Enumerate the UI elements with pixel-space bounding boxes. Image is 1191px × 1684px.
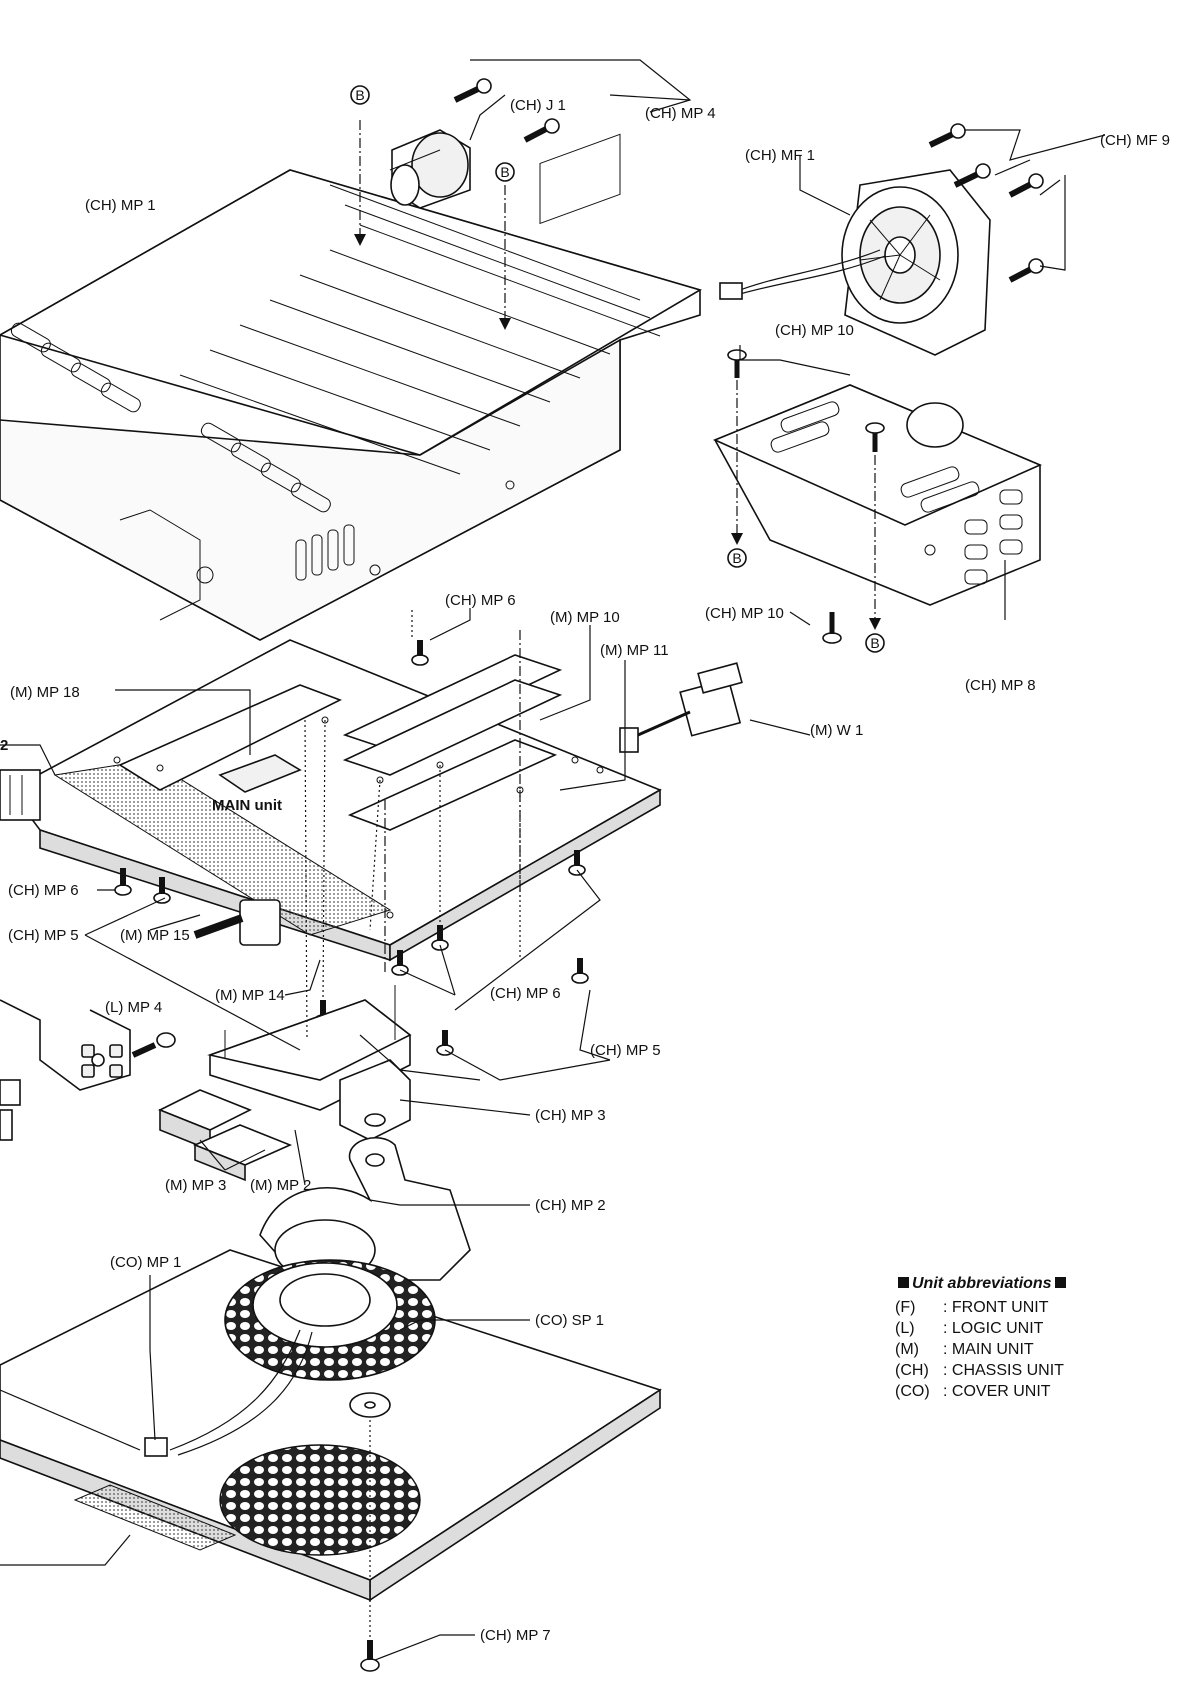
label-m-mp10: (M) MP 10	[550, 609, 620, 626]
legend-item: (CO): COVER UNIT	[895, 1383, 1051, 1400]
pads-m-mp3	[158, 1089, 293, 1182]
logic-board-partial	[0, 999, 176, 1141]
label-partial-2: 2	[0, 737, 8, 754]
assembly-guides	[304, 120, 881, 1640]
speaker-bracket-ch-mp2	[259, 1136, 471, 1281]
label-ch-mp6-top: (CH) MP 6	[445, 592, 516, 609]
connector-j1	[389, 129, 471, 209]
screws-ch-mf9	[928, 123, 1044, 283]
label-ch-mf1: (CH) MF 1	[745, 147, 815, 164]
square-bullet-icon	[1054, 1277, 1066, 1288]
screws-ch-mp10	[727, 349, 885, 644]
legend-item: (F): FRONT UNIT	[895, 1299, 1049, 1316]
label-ch-mp1: (CH) MP 1	[85, 197, 156, 214]
label-ch-mp6-left: (CH) MP 6	[8, 882, 79, 899]
label-m-w1: (M) W 1	[810, 722, 863, 739]
label-ch-mp10-top: (CH) MP 10	[775, 322, 854, 339]
label-ch-mp7: (CH) MP 7	[480, 1627, 551, 1644]
label-ch-mp8: (CH) MP 8	[965, 677, 1036, 694]
label-ch-mp5-right: (CH) MP 5	[590, 1042, 661, 1059]
main-unit-pcb	[0, 639, 662, 962]
label-ch-mp4: (CH) MP 4	[645, 105, 716, 122]
fan-bracket-mp8	[712, 384, 1043, 606]
cooling-fan-mf1	[719, 169, 991, 356]
label-ch-mp5-left: (CH) MP 5	[8, 927, 79, 944]
label-co-mp1: (CO) MP 1	[110, 1254, 181, 1271]
label-ch-mp10-bottom: (CH) MP 10	[705, 605, 784, 622]
cable-w1	[619, 662, 743, 753]
unit-abbreviations-legend: Unit abbreviations (F): FRONT UNIT (L): …	[895, 1275, 1135, 1402]
chassis-body	[0, 133, 702, 641]
svg-text:B: B	[500, 164, 509, 180]
label-ch-mp6-mid: (CH) MP 6	[490, 985, 561, 1002]
marker-b-mid: B	[495, 162, 515, 182]
marker-b-bracket-left: B	[727, 548, 747, 568]
svg-text:B: B	[355, 87, 364, 103]
label-m-mp11: (M) MP 11	[600, 642, 669, 659]
label-ch-mp2: (CH) MP 2	[535, 1197, 606, 1214]
label-m-mp18: (M) MP 18	[10, 684, 80, 701]
label-main-unit: MAIN unit	[212, 797, 282, 814]
svg-text:B: B	[870, 635, 879, 651]
label-m-mp3: (M) MP 3	[165, 1177, 226, 1194]
label-ch-mf9: (CH) MF 9	[1100, 132, 1170, 149]
label-l-mp4: (L) MP 4	[105, 999, 162, 1016]
marker-b-top: B	[350, 85, 370, 105]
label-ch-j1: (CH) J 1	[510, 97, 566, 114]
label-m-mp14: (M) MP 14	[215, 987, 285, 1004]
cover-co-mp1	[0, 1249, 662, 1672]
label-m-mp2: (M) MP 2	[250, 1177, 311, 1194]
label-m-mp15: (M) MP 15	[120, 927, 190, 944]
square-bullet-icon	[898, 1277, 909, 1288]
screws-ch-mp4	[453, 78, 560, 143]
svg-text:B: B	[732, 550, 741, 566]
legend-item: (L): LOGIC UNIT	[895, 1320, 1044, 1337]
legend-title: Unit abbreviations	[895, 1275, 1135, 1293]
marker-b-bracket-right: B	[865, 633, 885, 653]
leader-lines	[0, 59, 1106, 1661]
label-co-sp1: (CO) SP 1	[535, 1312, 604, 1329]
label-ch-mp3: (CH) MP 3	[535, 1107, 606, 1124]
clip-ch-mp3	[339, 1059, 411, 1141]
legend-item: (CH): CHASSIS UNIT	[895, 1362, 1064, 1379]
legend-item: (M): MAIN UNIT	[895, 1341, 1034, 1358]
